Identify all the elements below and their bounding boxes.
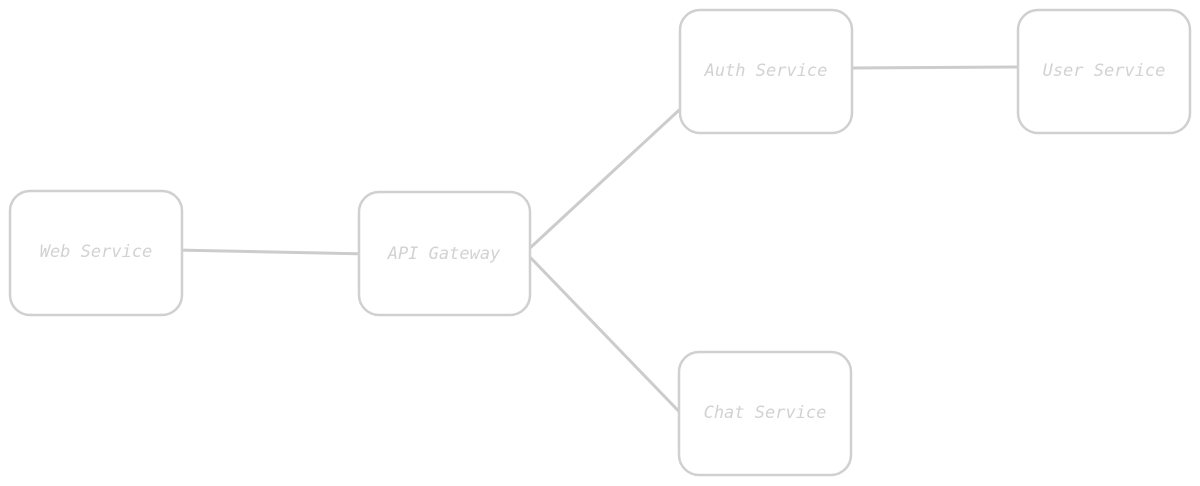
- connectors: [173, 65, 1029, 428]
- node-box-api-gateway[interactable]: [357, 190, 532, 317]
- node-label-web-service: Web Service: [40, 242, 153, 262]
- node-user-service[interactable]: User Service: [1016, 8, 1192, 135]
- node-box-auth-service[interactable]: [678, 8, 854, 135]
- node-api-gateway[interactable]: API Gateway: [357, 190, 532, 317]
- node-label-api-gateway: API Gateway: [387, 244, 501, 264]
- node-chat-service[interactable]: Chat Service: [677, 350, 853, 477]
- edge-gateway-to-auth[interactable]: [528, 98, 692, 250]
- edge-gateway-to-chat[interactable]: [525, 252, 695, 428]
- node-web-service[interactable]: Web Service: [8, 189, 184, 317]
- node-label-chat-service: Chat Service: [704, 403, 827, 423]
- edge-auth-to-user[interactable]: [848, 65, 1029, 70]
- node-box-web-service[interactable]: [8, 189, 184, 317]
- node-label-auth-service: Auth Service: [704, 61, 828, 81]
- node-box-chat-service[interactable]: [677, 350, 853, 477]
- node-label-user-service: User Service: [1043, 61, 1166, 81]
- node-auth-service[interactable]: Auth Service: [678, 8, 854, 135]
- node-box-user-service[interactable]: [1016, 8, 1192, 135]
- edge-web-to-gateway[interactable]: [173, 248, 372, 256]
